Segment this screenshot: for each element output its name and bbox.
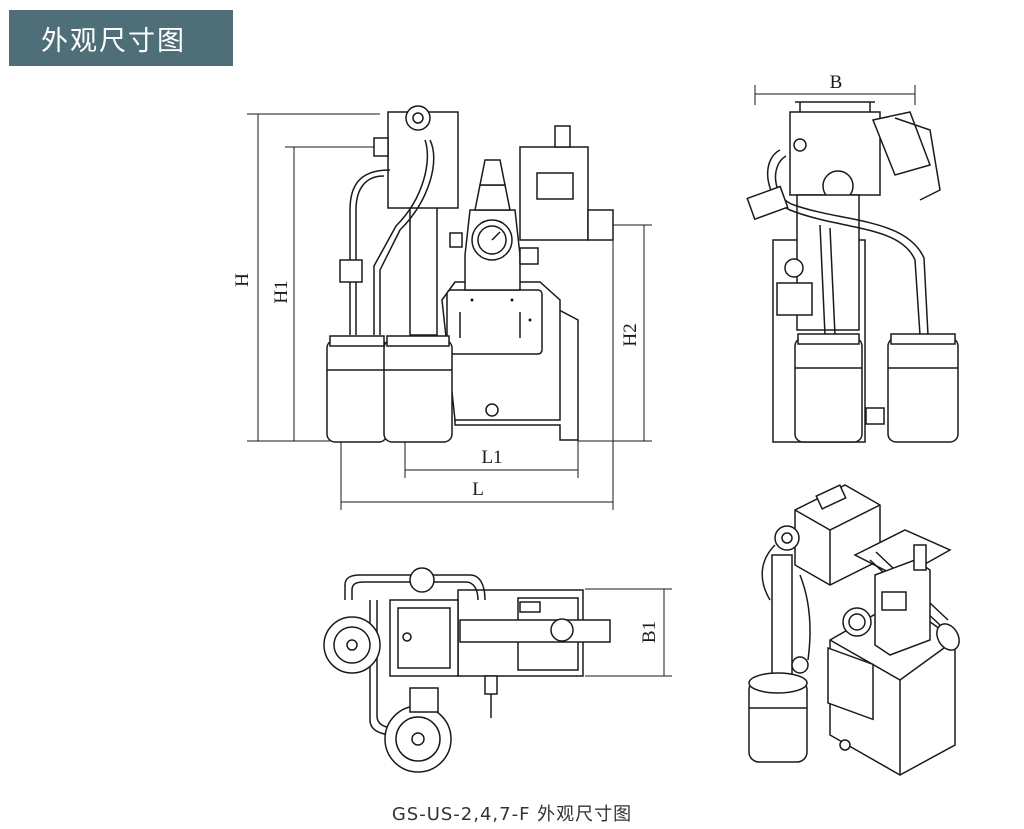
dim-label-b: B <box>830 72 843 93</box>
top-view: B1 <box>323 567 672 773</box>
dim-label-h1: H1 <box>271 280 292 303</box>
page-title: 外观尺寸图 <box>9 10 233 66</box>
isometric-view <box>748 484 960 776</box>
figure-caption: GS-US-2,4,7-F 外观尺寸图 <box>391 804 633 825</box>
side-view: B <box>746 72 959 443</box>
dim-label-l1: L1 <box>481 447 502 468</box>
dim-label-h: H <box>232 273 253 287</box>
dim-label-h2: H2 <box>620 323 641 346</box>
dim-label-l: L <box>472 479 484 500</box>
dim-label-b1: B1 <box>639 621 660 643</box>
front-view: H H1 H2 L1 L <box>232 105 652 510</box>
